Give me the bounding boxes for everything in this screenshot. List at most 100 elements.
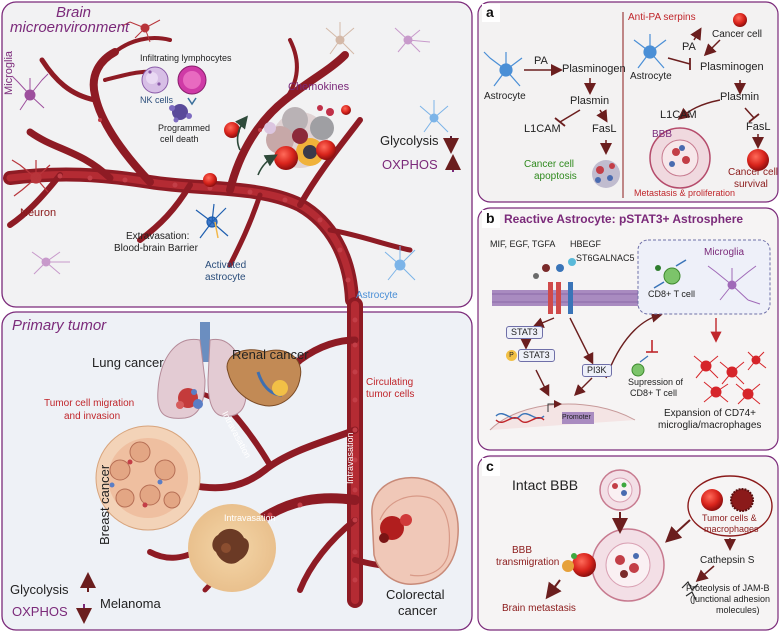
intact-bbb-label: Intact BBB	[512, 477, 579, 493]
astrocyte-icon	[483, 51, 523, 87]
melanoma-icon	[188, 504, 276, 592]
green-arrow	[235, 115, 248, 151]
pi3k-box: PI3K	[582, 364, 612, 378]
circulating-label-2: tumor cells	[366, 389, 415, 400]
cd8-label: CD8+ T cell	[648, 289, 695, 299]
panel-a-letter: a	[486, 4, 494, 20]
lymphocyte-icon	[177, 65, 207, 106]
infiltrating-label: Infiltrating lymphocytes	[140, 53, 232, 63]
lung-icon	[157, 322, 247, 419]
microglia-icon	[707, 265, 761, 305]
survival-label-2: survival	[734, 179, 768, 190]
blood-cells-brain	[57, 118, 351, 283]
brain-panel-title-2: microenvironment	[10, 19, 130, 36]
microglia-icon	[11, 73, 49, 111]
metastasis-label: Metastasis & proliferation	[634, 188, 736, 198]
nk-cell-icon	[141, 66, 169, 94]
brain-metastasis-label: Brain metastasis	[502, 603, 576, 614]
nk-cells-label: NK cells	[140, 95, 174, 105]
intravasation-label-2: Intravasation	[345, 432, 355, 484]
cancer-cell-icon	[592, 13, 769, 188]
pa-label: PA	[534, 55, 548, 67]
primary-oxphos-label: OXPHOS	[12, 604, 68, 619]
bbb-transmigration-label-1: BBB	[512, 545, 533, 556]
bbb-transmigration-label-2: transmigration	[496, 557, 560, 568]
migration-label-2: and invasion	[64, 411, 121, 422]
l1cam-label: L1CAM	[524, 123, 561, 135]
jam-b-fragments	[681, 580, 699, 601]
bbb-vessel-icon	[591, 528, 665, 602]
microglia-icon	[394, 27, 431, 53]
colorectal-label-2: cancer	[398, 603, 438, 618]
plasminogen-label-2: Plasminogen	[700, 61, 764, 73]
migration-label-1: Tumor cell migration	[44, 398, 135, 409]
panel-b-letter: b	[486, 210, 495, 226]
chemokines-label: Chemokines	[288, 81, 350, 93]
astrocyte-icon	[195, 203, 229, 239]
bbb-vessel-icon	[599, 469, 641, 511]
neuron-label: Neuron	[20, 207, 57, 219]
stat3-box-1: STAT3	[506, 326, 543, 340]
extravasation-label-2: Blood-brain Barrier	[114, 243, 198, 254]
primary-panel-title: Primary tumor	[12, 317, 107, 334]
bbb-vessel-icon	[649, 127, 711, 189]
brain-glycolysis-label: Glycolysis	[380, 133, 439, 148]
microglia-icon	[31, 251, 70, 275]
cd74-microglia-icon	[693, 351, 767, 405]
phospho-badge: P	[506, 350, 517, 361]
astrocyte-label: Astrocyte	[356, 290, 398, 301]
l1cam-label-2: L1CAM	[660, 109, 697, 121]
panel-b-title: Reactive Astrocyte: pSTAT3+ Astrosphere	[504, 212, 744, 226]
tumor-macro-label-1: Tumor cells &	[702, 513, 757, 523]
fasl-label-2: FasL	[746, 121, 771, 133]
b-microglia-label: Microglia	[704, 247, 745, 258]
activated-astrocyte-label-2: astrocyte	[205, 272, 246, 283]
brain-panel-title-1: Brain	[56, 4, 92, 21]
expansion-label-2: microglia/macrophages	[658, 420, 762, 431]
promoter-label: Promoter	[562, 414, 591, 421]
supp-label-2: CD8+ T cell	[630, 388, 677, 398]
breast-cancer-label: Breast cancer	[97, 464, 112, 545]
serpins-label: Anti-PA serpins	[628, 12, 696, 23]
plasmin-label-2: Plasmin	[720, 91, 760, 103]
circulating-label-1: Circulating	[366, 377, 414, 388]
blood-cells-primary	[267, 317, 358, 583]
activated-astrocyte-label-1: Activated	[205, 260, 247, 271]
apoptosis-label-2: apoptosis	[534, 171, 577, 182]
pcd-label-1: Programmed	[158, 123, 211, 133]
panel-a-arrows	[524, 27, 764, 155]
a-astrocyte-label-2: Astrocyte	[630, 71, 672, 82]
proteolysis-label-1: Proteolysis of JAM-B	[686, 583, 770, 593]
colorectal-label-1: Colorectal	[386, 587, 445, 602]
proteolysis-label-2: (junctional adhesion	[690, 594, 771, 604]
primary-glycolysis-label: Glycolysis	[10, 582, 69, 597]
apoptosis-label-1: Cancer cell	[524, 159, 575, 170]
proteolysis-label-3: molecules)	[716, 605, 760, 615]
astrocyte-icon	[325, 22, 355, 55]
fasl-label: FasL	[592, 123, 617, 135]
supp-label-1: Supression of	[628, 377, 684, 387]
pcd-label-2: cell death	[160, 134, 199, 144]
neuron-icon	[11, 159, 51, 197]
programmed-cell-death-icon	[169, 104, 192, 123]
cathepsin-label: Cathepsin S	[700, 555, 755, 566]
kidney-icon	[226, 349, 302, 407]
a-astrocyte-label: Astrocyte	[484, 91, 526, 102]
intravasation-label-3: Intravasation	[224, 513, 276, 523]
cancer-cell-label: Cancer cell	[712, 29, 763, 40]
renal-cancer-label: Renal cancer	[232, 347, 309, 362]
bbb-label-a: BBB	[652, 129, 673, 140]
dna-icon	[495, 413, 545, 423]
tumor-macro-label-2: macrophages	[704, 524, 759, 534]
astrocyte-icon	[384, 246, 416, 281]
astrocyte-icon	[633, 34, 667, 69]
colon-icon	[371, 476, 459, 585]
panel-c-letter: c	[486, 458, 494, 474]
st6-label: ST6GALNAC5	[576, 253, 635, 263]
cancer-cell-icon	[562, 488, 754, 577]
green-arrow	[257, 154, 278, 176]
hbegf-label: HBEGF	[570, 239, 602, 249]
neuron-icon	[121, 19, 161, 43]
